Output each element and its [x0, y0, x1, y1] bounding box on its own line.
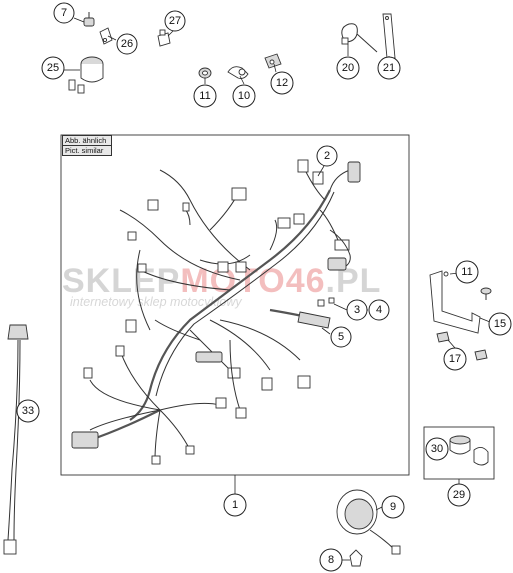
leader-lines [64, 17, 491, 561]
callout-27: 27 [164, 10, 186, 32]
svg-text:15: 15 [494, 318, 506, 330]
callout-3: 3 [346, 299, 368, 321]
part-12-clip-nut [264, 53, 282, 69]
callout-4: 4 [368, 299, 390, 321]
callout-5: 5 [330, 326, 352, 348]
svg-text:4: 4 [376, 304, 382, 316]
callout-17: 17 [443, 347, 467, 371]
svg-text:2: 2 [324, 150, 330, 162]
svg-text:30: 30 [431, 443, 443, 455]
callout-10: 10 [232, 84, 256, 108]
svg-text:29: 29 [453, 489, 465, 501]
callout-8: 8 [319, 548, 343, 572]
note-line-de: Abb. ähnlich [62, 135, 112, 146]
callout-21: 21 [377, 56, 401, 80]
svg-text:17: 17 [449, 353, 461, 365]
svg-text:11: 11 [199, 90, 210, 102]
callout-11-right: 11 [455, 260, 479, 284]
part-30-lamp-socket [449, 435, 489, 466]
svg-text:11: 11 [461, 266, 472, 278]
part-25-switch [68, 56, 104, 94]
callout-11-top: 11 [193, 84, 217, 108]
part-1-wiring-harness [71, 159, 361, 465]
callout-33: 33 [16, 399, 40, 423]
part-21-strap [382, 13, 396, 59]
svg-text:25: 25 [47, 62, 59, 74]
svg-text:20: 20 [342, 62, 354, 74]
svg-text:33: 33 [22, 405, 34, 417]
callout-30: 30 [425, 437, 449, 461]
part-11-screw-right [480, 287, 492, 300]
svg-text:27: 27 [169, 15, 181, 27]
callout-1: 1 [223, 493, 247, 517]
part-9-horn [336, 489, 401, 555]
svg-text:21: 21 [383, 62, 395, 74]
svg-text:7: 7 [61, 7, 67, 19]
callout-20: 20 [336, 56, 360, 80]
similar-picture-note: Abb. ähnlich Pict. similar [62, 135, 112, 156]
svg-text:SKLEPMOTO46.PL: SKLEPMOTO46.PL [62, 262, 381, 300]
part-26-clip [99, 27, 113, 45]
part-11-nut [198, 67, 212, 79]
part-7-screw [83, 12, 95, 27]
part-33-sensor-cable [3, 324, 29, 555]
callout-12: 12 [270, 71, 294, 95]
svg-text:12: 12 [276, 77, 288, 89]
part-8-bulb [349, 549, 363, 567]
svg-text:9: 9 [390, 501, 396, 513]
svg-text:5: 5 [338, 331, 344, 343]
callout-9: 9 [381, 495, 405, 519]
part-17-clips [436, 331, 488, 361]
callout-29: 29 [447, 483, 471, 507]
svg-text:26: 26 [121, 38, 133, 50]
callout-15: 15 [488, 312, 512, 336]
watermark: SKLEPMOTO46.PL internetowy sklep motocyk… [62, 262, 381, 309]
part-27-holder [157, 29, 171, 47]
callout-26: 26 [116, 33, 138, 55]
svg-text:1: 1 [232, 499, 238, 511]
svg-text:internetowy sklep motocyklowy: internetowy sklep motocyklowy [70, 295, 242, 309]
note-line-en: Pict. similar [62, 146, 112, 156]
svg-text:10: 10 [238, 90, 250, 102]
part-20-cable-tie [341, 23, 378, 53]
part-10-cable-clamp [227, 66, 249, 79]
svg-text:3: 3 [354, 304, 360, 316]
svg-text:8: 8 [328, 554, 334, 566]
callout-7: 7 [53, 2, 75, 24]
part-15-bracket [429, 270, 481, 334]
callout-2: 2 [316, 145, 338, 167]
callout-25: 25 [41, 56, 65, 80]
